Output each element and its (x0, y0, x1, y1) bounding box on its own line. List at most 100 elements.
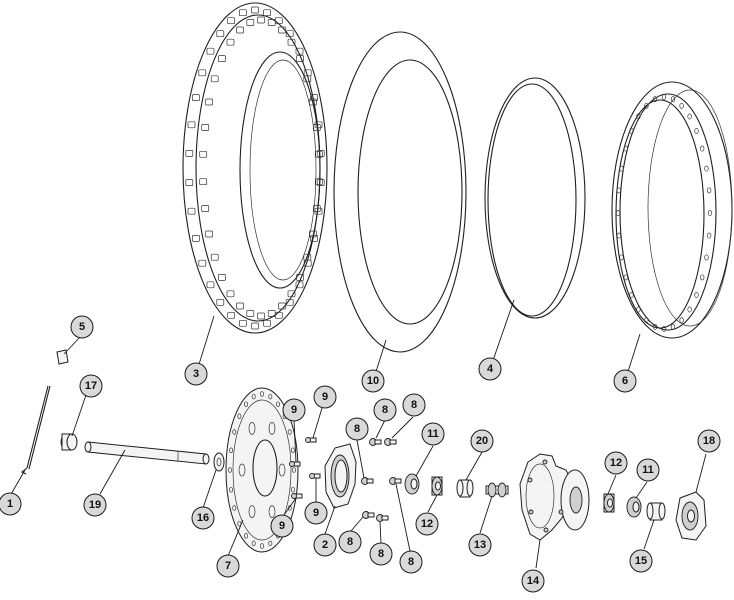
seal-right (626, 496, 642, 518)
svg-text:13: 13 (474, 539, 486, 551)
tread-block (310, 94, 318, 101)
spoke-hole (629, 292, 634, 298)
spoke-hole (652, 96, 658, 103)
callout-8-d: 8 (338, 530, 362, 554)
tread-block (199, 150, 208, 158)
svg-text:16: 16 (197, 512, 209, 524)
disc-vent-hole (290, 447, 295, 454)
tire (182, 2, 328, 334)
spoke-hole (679, 102, 684, 109)
disc-carrier (324, 443, 357, 509)
callout-8-f: 8 (399, 550, 423, 574)
disc-vent-hole (228, 467, 232, 473)
tread-block (287, 290, 296, 298)
tread-block (285, 30, 294, 38)
tread-block (251, 322, 259, 330)
callout-9-a: 9 (282, 398, 306, 422)
tread-block (201, 124, 210, 131)
spoke-hole (616, 187, 622, 194)
callout-15: 15 (629, 549, 653, 573)
disc-vent-hole (229, 447, 234, 454)
tread-block (239, 319, 247, 327)
tread-block (218, 274, 226, 281)
tread-block (236, 26, 244, 34)
tread-block (199, 178, 208, 186)
callout-14: 14 (521, 569, 545, 593)
tread-block (198, 259, 207, 267)
tread-block (274, 17, 283, 25)
tread-block (246, 19, 255, 26)
tread-block (295, 47, 304, 55)
svg-text:12: 12 (610, 457, 622, 469)
disc-vent-hole (287, 505, 292, 511)
rim-band (484, 77, 586, 319)
inner-tube (333, 31, 467, 353)
spoke-hole (700, 145, 705, 152)
spoke-hole (700, 274, 705, 281)
callout-12-b: 12 (604, 451, 628, 475)
svg-text:8: 8 (354, 423, 360, 435)
spoke-hole (623, 145, 628, 152)
screws (361, 438, 402, 522)
callout-18: 18 (697, 429, 721, 453)
spoke-hole (652, 323, 658, 330)
callout-9-d: 9 (304, 501, 328, 525)
tread-block (278, 302, 286, 310)
spoke-hole (636, 306, 641, 313)
tread-block (216, 30, 225, 38)
spoke-hole (661, 94, 667, 100)
callout-8-e: 8 (369, 542, 393, 566)
tread-block (216, 298, 225, 306)
svg-text:3: 3 (193, 368, 199, 380)
spoke-hole (644, 102, 649, 109)
disc-vent-hole (244, 533, 248, 539)
disc-vent-hole (232, 505, 237, 511)
callout-1: 1 (0, 492, 22, 516)
disc-vent-hole (268, 393, 273, 400)
spoke-hole (636, 113, 641, 120)
disc-vent-hole (244, 401, 248, 407)
callout-9-c: 9 (270, 514, 294, 538)
tread-block (303, 253, 312, 261)
spoke-hole (615, 210, 621, 216)
tread-block (312, 124, 321, 131)
spoke (20, 385, 51, 475)
tread-block (205, 98, 213, 106)
disc-cutout (278, 463, 286, 477)
tread-block (257, 16, 265, 24)
hub-nut (485, 482, 509, 498)
tread-block (314, 178, 323, 186)
callout-12-a: 12 (415, 512, 439, 536)
callouts: 3 10 4 6 5 17 1 19 16 7 9 9 9 9 2 8 8 8 … (0, 315, 721, 593)
tread-block (316, 179, 325, 186)
tread-block (257, 312, 265, 320)
tread-block (226, 290, 235, 298)
disc-vent-hole (276, 401, 280, 407)
svg-text:9: 9 (279, 520, 285, 532)
tread-block (278, 26, 286, 34)
tread-block (267, 310, 276, 317)
tread-block (185, 179, 194, 186)
spoke-hole (670, 96, 676, 103)
tread-block (185, 150, 194, 157)
tread-block (206, 281, 215, 289)
svg-text:9: 9 (291, 404, 297, 416)
disc-vent-hole (251, 540, 256, 547)
callout-6: 6 (613, 369, 637, 393)
tread-block (227, 311, 236, 319)
callout-2: 2 (313, 533, 337, 557)
tread-block (310, 235, 318, 242)
svg-text:5: 5 (79, 321, 85, 333)
disc-vent-hole (290, 486, 295, 493)
spoke-hole (694, 292, 699, 298)
tread-block (210, 75, 219, 83)
svg-text:20: 20 (476, 435, 488, 447)
tread-block (187, 121, 196, 129)
svg-text:9: 9 (313, 507, 319, 519)
tread-block (314, 150, 323, 158)
spoke-hole (623, 274, 628, 281)
spoke-hole (706, 187, 712, 194)
leader-lines (9, 299, 707, 569)
tread-block (246, 310, 255, 317)
